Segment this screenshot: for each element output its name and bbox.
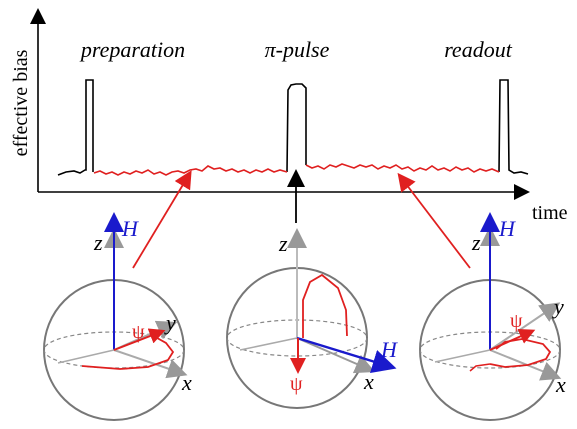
x-label: x bbox=[555, 372, 566, 397]
psi-label: ψ bbox=[510, 310, 523, 332]
y-label: y bbox=[552, 294, 564, 319]
x-label: x bbox=[181, 370, 192, 395]
bloch-sphere-left: z H y x ψ bbox=[43, 212, 192, 421]
bloch-sphere-middle: z H x ψ bbox=[226, 228, 398, 409]
x-axis-arrow bbox=[489, 349, 562, 381]
flip-path bbox=[302, 273, 348, 338]
back-axis bbox=[57, 349, 115, 364]
phase-label-pi-pulse: π-pulse bbox=[265, 37, 330, 62]
h-label: H bbox=[121, 216, 139, 241]
z-label: z bbox=[93, 230, 103, 255]
x-axis-label: time bbox=[532, 202, 568, 224]
psi-label: ψ bbox=[290, 373, 303, 395]
timing-panel: effective bias time preparation π-pulse … bbox=[10, 8, 568, 269]
back-axis bbox=[239, 337, 298, 351]
x-axis-arrow bbox=[113, 349, 188, 379]
x-label: x bbox=[363, 369, 374, 394]
bias-trace-pi-pulse bbox=[286, 83, 307, 173]
precession-tail bbox=[469, 363, 491, 372]
bloch-sphere-right: z H y x ψ bbox=[419, 212, 566, 421]
x-axis-arrow bbox=[296, 337, 376, 374]
psi-label: ψ bbox=[132, 321, 145, 343]
bias-noise-preparation bbox=[93, 165, 288, 176]
state-vector bbox=[113, 328, 166, 351]
y-axis-label: effective bias bbox=[10, 49, 32, 156]
phase-label-preparation: preparation bbox=[79, 37, 185, 62]
z-label: z bbox=[278, 231, 288, 256]
arrow-to-sphere-right bbox=[397, 172, 471, 269]
bias-trace-readout bbox=[498, 79, 529, 175]
precession-path bbox=[489, 338, 552, 368]
h-label: H bbox=[498, 216, 516, 241]
field-h-arrow bbox=[296, 336, 397, 373]
phase-label-readout: readout bbox=[444, 37, 513, 62]
z-label: z bbox=[471, 230, 481, 255]
arrow-to-sphere-left bbox=[132, 170, 192, 269]
y-label: y bbox=[164, 310, 176, 335]
h-label: H bbox=[380, 337, 398, 362]
back-axis bbox=[434, 349, 491, 363]
bias-noise-free-evolution bbox=[305, 163, 500, 173]
bias-trace-start bbox=[57, 79, 94, 176]
precession-path bbox=[81, 333, 175, 370]
